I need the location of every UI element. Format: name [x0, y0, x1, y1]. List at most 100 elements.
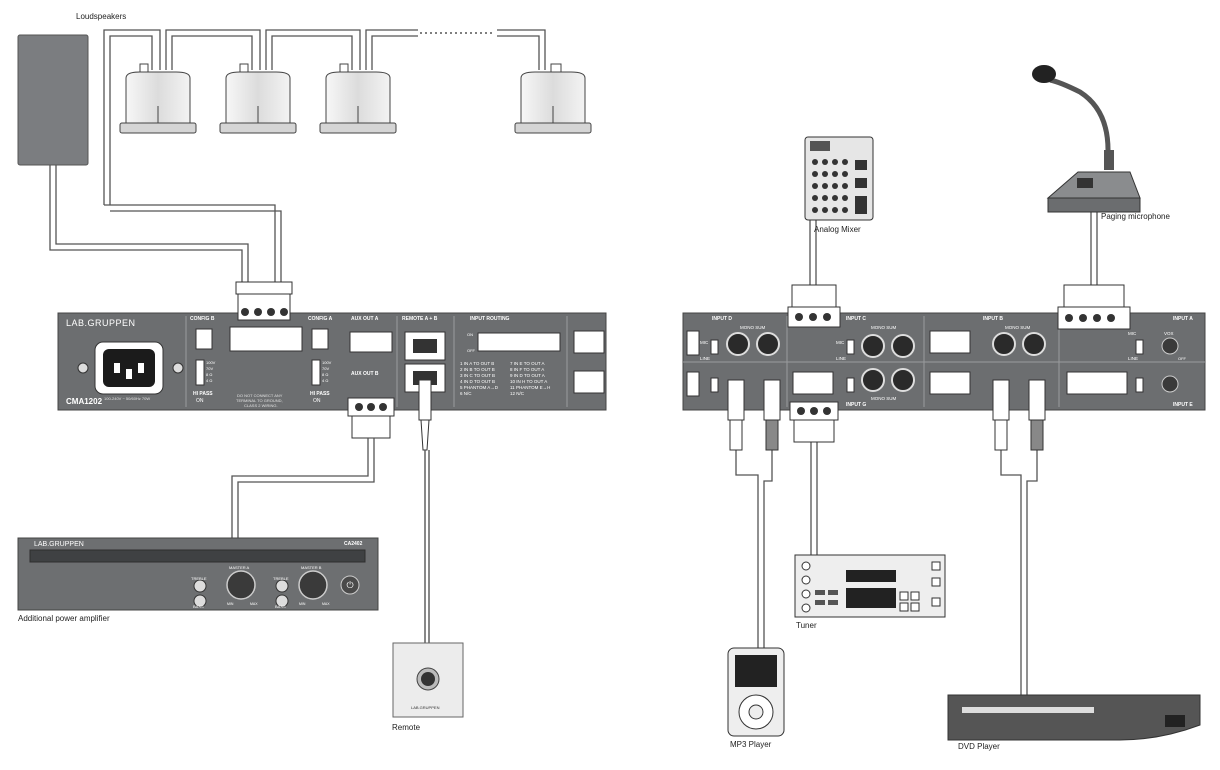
- speaker-output-terminal[interactable]: [229, 326, 303, 352]
- impedance-option: 100V: [322, 360, 332, 365]
- analog-mixer-label: Analog Mixer: [814, 225, 861, 234]
- routing-item: IN A TO OUT B: [463, 361, 495, 366]
- mp3-player: [727, 647, 785, 737]
- tuner: [794, 554, 946, 618]
- routing-num: 5: [460, 385, 463, 390]
- master-b-knob[interactable]: [298, 570, 328, 600]
- routing-num: 7: [510, 361, 513, 366]
- aux-out-a-terminal[interactable]: [349, 331, 393, 353]
- routing-num: 11: [510, 385, 515, 390]
- routing-num: 4: [460, 379, 463, 384]
- remote-wall-plate: [392, 642, 464, 718]
- impedance-option: 8 Ω: [206, 372, 213, 377]
- treble-label: TREBLE: [191, 576, 207, 581]
- input-b-label: INPUT B: [983, 316, 1003, 322]
- ceiling-speaker: [219, 63, 297, 134]
- impedance-option: 70V: [322, 366, 330, 371]
- aux-out-b-label: AUX OUT B: [351, 371, 379, 377]
- mic-label: MIC: [700, 340, 709, 345]
- routing-legend-right: 7 IN E TO OUT A 8 IN F TO OUT A 9 IN D T…: [510, 361, 550, 397]
- routing-item: IN D TO OUT B: [463, 379, 496, 384]
- mic-line-switch[interactable]: [846, 377, 855, 393]
- brand-logo: LAB.GRUPPEN: [66, 318, 136, 328]
- vox-knob-a[interactable]: [1161, 337, 1179, 355]
- max-label: MAX: [250, 602, 258, 606]
- warning-text: CLASS 2 WIRING.: [244, 403, 278, 408]
- routing-item: N/C: [516, 391, 525, 396]
- mic-line-switch[interactable]: [1135, 339, 1144, 355]
- speaker-output-plug: [235, 281, 293, 321]
- max-label: MAX: [322, 602, 330, 606]
- input-a-label: INPUT A: [1173, 316, 1193, 322]
- input-g-plug: [789, 401, 839, 443]
- vox-knob-e[interactable]: [1161, 375, 1179, 393]
- input-e-label: INPUT E: [1173, 402, 1193, 408]
- config-a-dip-switch[interactable]: [311, 328, 329, 350]
- rca-plugs-dvd: [992, 379, 1046, 451]
- mp3-player-label: MP3 Player: [730, 740, 772, 749]
- ceiling-speaker: [319, 63, 397, 134]
- routing-item: IN F TO OUT A: [513, 367, 545, 372]
- master-a-knob[interactable]: [226, 570, 256, 600]
- remote-brand: LAB.GRUPPEN: [411, 705, 440, 710]
- input-a-plug: [1057, 284, 1131, 330]
- hi-pass-a-label: HI PASS: [310, 391, 330, 397]
- config-b-label: CONFIG B: [190, 316, 215, 322]
- routing-item: N/C: [463, 391, 472, 396]
- treble-knob-b[interactable]: [275, 579, 289, 593]
- hi-pass-a-on: ON: [313, 398, 321, 404]
- master-b-label: MASTER B: [301, 565, 322, 570]
- routing-num: 9: [510, 373, 513, 378]
- screw-icon: [77, 362, 89, 374]
- power-spec: 100-240V ~ 50/60Hz 70W: [104, 396, 151, 401]
- mic-line-switch[interactable]: [710, 377, 719, 393]
- xlr-jack-group[interactable]: [726, 332, 1046, 392]
- routing-num: 6: [460, 391, 463, 396]
- line-label: LINE: [836, 356, 847, 361]
- mic-label: MIC: [1128, 331, 1137, 336]
- cma1202-rear-panel: [57, 312, 607, 411]
- input-c-plug: [787, 284, 841, 328]
- bass-knob-a[interactable]: [193, 594, 207, 608]
- vox-label: VOX: [1164, 331, 1174, 336]
- paging-microphone: [1032, 65, 1141, 213]
- input-c-label: INPUT C: [846, 316, 866, 322]
- power-button-icon[interactable]: [340, 575, 360, 595]
- line-label: LINE: [1128, 356, 1139, 361]
- additional-amp-label: Additional power amplifier: [18, 614, 110, 623]
- routing-item: IN H TO OUT A: [516, 379, 548, 384]
- min-label: MIN: [299, 602, 306, 606]
- mic-line-switch[interactable]: [1135, 377, 1144, 393]
- mono-sum-label: MONO SUM: [871, 396, 897, 401]
- routing-off-label: OFF: [467, 348, 475, 353]
- mono-sum-label: MONO SUM: [871, 325, 897, 330]
- input-f-terminal[interactable]: [929, 371, 971, 395]
- input-b-terminal[interactable]: [929, 330, 971, 354]
- dvd-player-label: DVD Player: [958, 742, 1000, 751]
- bass-label: BASS: [193, 604, 204, 609]
- treble-knob-a[interactable]: [193, 579, 207, 593]
- mic-line-switch[interactable]: [710, 339, 719, 355]
- rca-plugs-mp3: [727, 379, 781, 451]
- config-a-label: CONFIG A: [308, 316, 333, 322]
- config-b-dip-switch[interactable]: [195, 328, 213, 350]
- loudspeakers-label: Loudspeakers: [76, 12, 127, 21]
- routing-item: IN E TO OUT A: [513, 361, 545, 366]
- mic-line-switch[interactable]: [846, 339, 855, 355]
- input-e-terminal[interactable]: [1066, 371, 1128, 395]
- input-routing-dip-switch[interactable]: [477, 332, 561, 352]
- bass-knob-b[interactable]: [275, 594, 289, 608]
- impedance-select-b[interactable]: [195, 359, 205, 386]
- routing-num: 12: [510, 391, 516, 396]
- dvd-player: [947, 694, 1201, 741]
- aux-out-b-plug: [347, 397, 395, 439]
- routing-num: 3: [460, 373, 463, 378]
- impedance-option: 70V: [206, 366, 214, 371]
- ca2402-brand: LAB.GRUPPEN: [34, 541, 84, 548]
- routing-item: PHANTOM A→D: [463, 385, 498, 390]
- ceiling-speakers: [119, 63, 592, 134]
- impedance-select-a[interactable]: [311, 359, 321, 386]
- ceiling-speaker: [119, 63, 197, 134]
